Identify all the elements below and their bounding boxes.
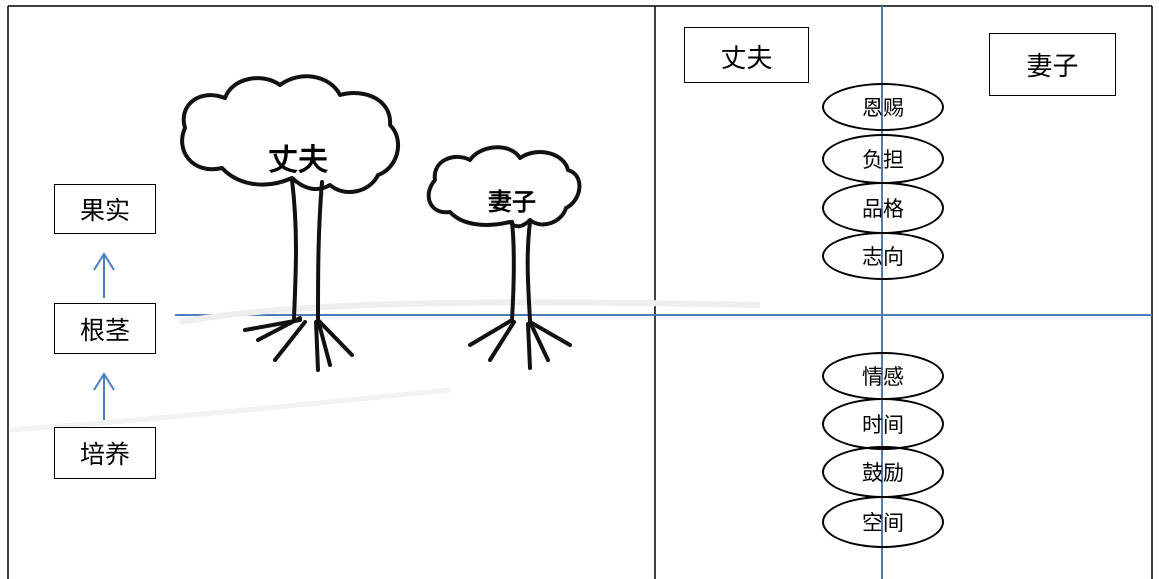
arrow-up-icon: [93, 372, 115, 420]
wife-tree-label: 妻子: [488, 188, 536, 216]
oval-grace: 恩赐: [822, 83, 944, 131]
oval-character: 品格: [822, 182, 944, 234]
husband-tree-label: 丈夫: [268, 143, 328, 178]
ground-hint: [9, 387, 451, 433]
arrow-up-icon: [93, 252, 115, 298]
oval-emotion: 情感: [822, 352, 944, 400]
oval-ambition: 志向: [822, 232, 944, 280]
husband-tree-icon: [180, 74, 400, 372]
flow-box-nurture: 培养: [54, 427, 156, 479]
oval-time: 时间: [822, 398, 944, 450]
oval-space: 空间: [822, 496, 944, 548]
oval-burden: 负担: [822, 134, 944, 184]
oval-encouragement: 鼓励: [822, 446, 944, 498]
ground-hint: [179, 299, 761, 325]
flow-box-roots: 根茎: [54, 303, 156, 354]
wife-box: 妻子: [989, 33, 1116, 96]
husband-box: 丈夫: [684, 27, 809, 83]
wife-tree-icon: [426, 145, 582, 370]
flow-box-fruit: 果实: [54, 184, 156, 234]
